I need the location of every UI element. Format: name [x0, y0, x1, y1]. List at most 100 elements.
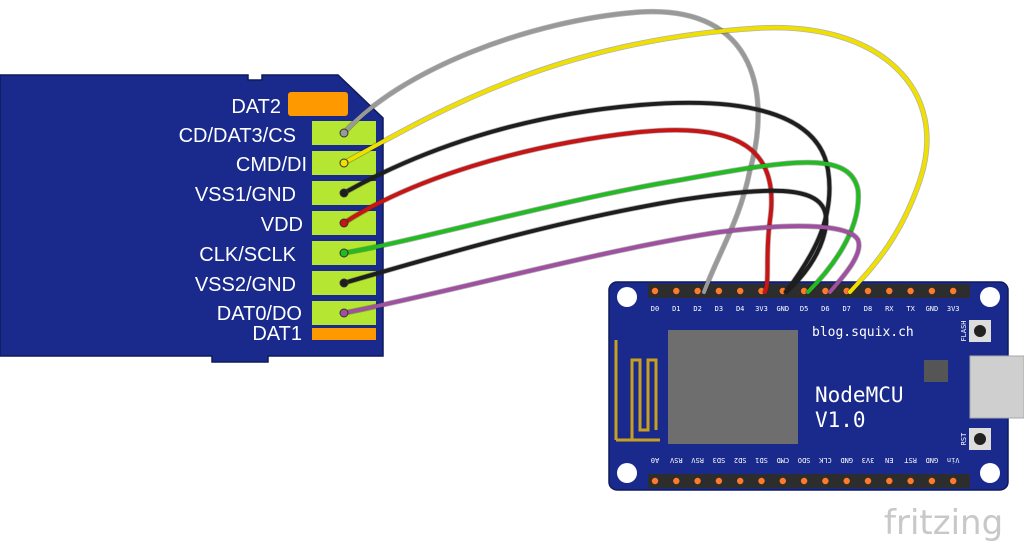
mounting-hole	[617, 287, 637, 307]
header-pin	[843, 477, 850, 485]
wire-end	[339, 158, 349, 168]
wire-shadow	[341, 127, 775, 295]
header-pin	[822, 287, 829, 295]
fritzing-watermark: fritzing	[884, 503, 1003, 543]
sd-pin-label-do: DAT0/DO	[217, 303, 302, 325]
top-header-label: 3V3	[755, 305, 768, 313]
top-header-label: RX	[885, 305, 894, 313]
header-pin	[651, 477, 659, 485]
header-pin	[715, 477, 723, 485]
top-header-label: TX	[906, 305, 915, 313]
header-pin	[737, 477, 744, 485]
mounting-hole	[617, 463, 637, 483]
header-pin	[950, 477, 957, 485]
rst-label: RST	[960, 432, 968, 445]
sd-pin-label-cs: CD/DAT3/CS	[179, 125, 296, 147]
bottom-header-label: SD3	[713, 456, 726, 464]
header-pin	[800, 287, 808, 295]
header-pin	[758, 477, 765, 485]
sd-pin-label-vdd: VDD	[261, 214, 303, 236]
top-header-label: D6	[821, 305, 829, 313]
wire-dat0-do[interactable]	[342, 224, 861, 315]
wire-vss2-gnd[interactable]	[342, 188, 829, 294]
header-pin	[864, 477, 872, 485]
wire-shadow	[341, 188, 829, 295]
sd-pin-label-gnd1: VSS1/GND	[195, 184, 296, 206]
header-pin	[907, 287, 914, 295]
sd-pin-pad-dat1	[312, 328, 376, 340]
mounting-hole	[980, 287, 1000, 307]
board-version: V1.0	[815, 408, 866, 432]
header-pin	[673, 477, 680, 485]
header-pin	[822, 477, 829, 485]
top-header-label: D8	[864, 305, 872, 313]
bottom-header-label: Vin	[947, 456, 960, 464]
top-header-label: D0	[651, 305, 659, 313]
wire-vdd[interactable]	[342, 128, 774, 294]
sd-pin-label-dat1: DAT1	[252, 323, 302, 345]
wire-end	[339, 128, 349, 138]
header-pin	[950, 287, 957, 295]
sd-pin-label-di: CMD/DI	[236, 154, 307, 176]
header-pin	[779, 477, 786, 485]
wires	[339, 9, 930, 318]
header-pin	[800, 477, 808, 485]
bottom-header-label: GND	[926, 456, 939, 464]
antenna-trace	[614, 340, 660, 442]
header-pin	[864, 287, 872, 295]
board-url: blog.squix.ch	[812, 325, 914, 340]
bottom-header-label: SDO	[798, 456, 811, 464]
wire-end	[339, 308, 349, 318]
mounting-hole	[980, 463, 1000, 483]
header-pin	[928, 477, 936, 485]
sd-pin-label-gnd2: VSS2/GND	[195, 274, 296, 296]
bottom-header-label: SD2	[734, 456, 747, 464]
flash-label: FLASH	[960, 320, 968, 341]
top-header-label: D2	[693, 305, 701, 313]
top-header-label: D1	[672, 305, 680, 313]
bottom-header-label: GND	[840, 456, 853, 464]
wire-end	[339, 218, 349, 228]
header-pin	[673, 287, 680, 295]
bottom-header-label: RSV	[669, 456, 682, 464]
wire-cmd-di[interactable]	[342, 25, 929, 294]
wire-end	[339, 188, 349, 198]
top-header-label: D5	[800, 305, 808, 313]
header-pin	[694, 477, 701, 485]
sd-card: DAT2 CD/DAT3/CS CMD/DI VSS1/GND VDD CLK/…	[0, 74, 384, 363]
bottom-header-label: 3V3	[862, 456, 875, 464]
header-pin	[907, 477, 914, 485]
top-header-label: D7	[842, 305, 850, 313]
sd-pin-label-dat2: DAT2	[231, 96, 281, 118]
header-pin	[886, 287, 893, 295]
rst-button-cap	[974, 433, 986, 445]
bottom-header-label: RSV	[690, 456, 703, 464]
header-pin	[928, 287, 936, 295]
wire-cd-dat3-cs[interactable]	[342, 9, 761, 294]
wire-end	[339, 278, 349, 288]
sd-card-body	[0, 74, 384, 363]
bottom-header-label: EN	[885, 456, 893, 464]
sd-pin-pad-dat2	[288, 92, 348, 116]
header-pin	[737, 287, 744, 295]
usb-connector	[969, 355, 1024, 419]
header-pin	[886, 477, 893, 485]
wire-end	[339, 248, 349, 258]
bottom-header-strip	[648, 474, 970, 488]
top-header-label: 3V3	[947, 305, 960, 313]
bottom-header-label: SD1	[755, 456, 768, 464]
top-header-pins	[651, 287, 957, 295]
top-header-label: GND	[776, 305, 789, 313]
bottom-header-label: CLK	[818, 456, 831, 464]
esp-chip	[668, 330, 798, 444]
bottom-header-label: CMD	[776, 456, 789, 464]
voltage-regulator	[924, 360, 948, 382]
bottom-header-label: RST	[903, 456, 916, 464]
board-title: NodeMCU	[815, 383, 904, 407]
header-pin	[651, 287, 659, 295]
wire-shadow	[341, 9, 761, 295]
